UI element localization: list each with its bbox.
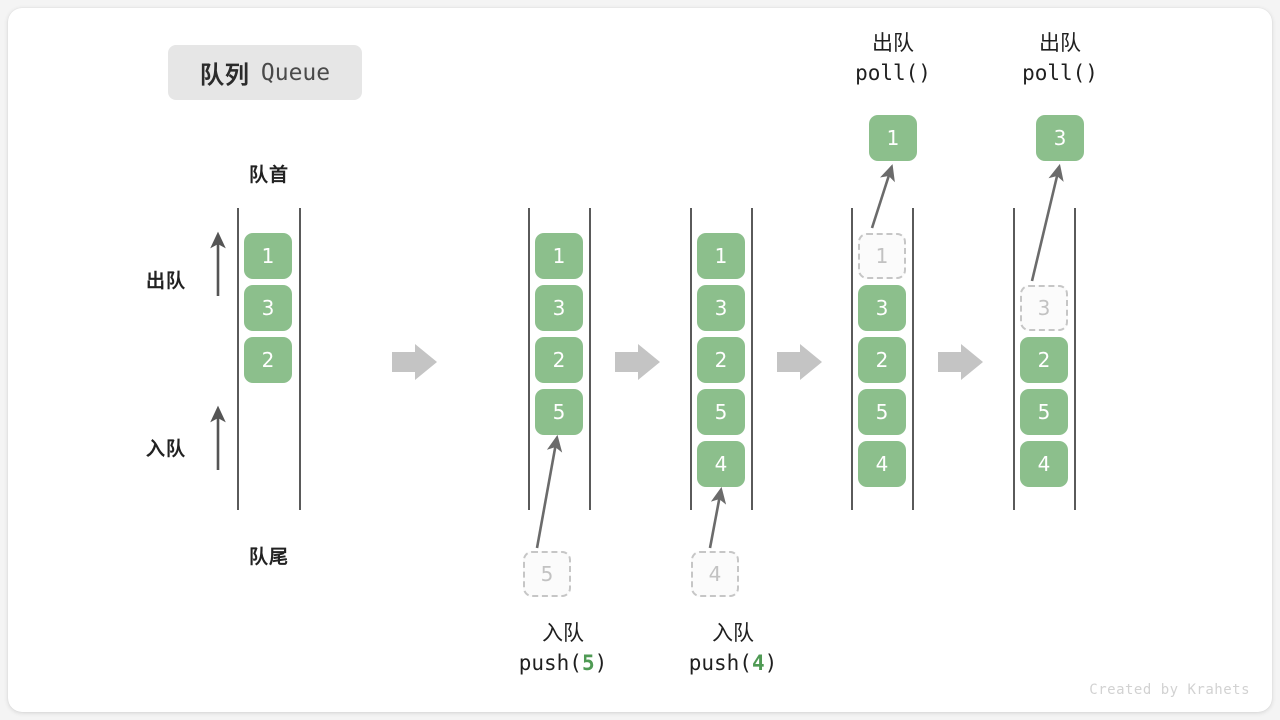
cell-poll1-1: 3	[858, 285, 906, 331]
cell-incoming-4: 4	[691, 551, 739, 597]
rail-left-initial	[237, 208, 239, 510]
caption-poll-3: 出队 poll()	[935, 28, 1185, 88]
caption-push-4-num: 4	[751, 651, 765, 675]
title-badge-cn: 队列	[199, 61, 250, 89]
rail-right-push5	[589, 208, 591, 510]
caption-push-4: 入队 push(4)	[608, 618, 858, 678]
rail-right-poll1	[912, 208, 914, 510]
caption-push-5: 入队 push(5)	[438, 618, 688, 678]
cell-push5-2: 2	[535, 337, 583, 383]
rail-left-push4	[690, 208, 692, 510]
label-dequeue-direction: 出队	[146, 270, 187, 292]
caption-push-5-pre: push(	[518, 651, 582, 675]
cell-initial-2: 2	[244, 337, 292, 383]
cell-push4-0: 1	[697, 233, 745, 279]
rail-left-poll3	[1013, 208, 1015, 510]
cell-push4-2: 2	[697, 337, 745, 383]
caption-push-4-code: push(4)	[608, 648, 858, 678]
caption-push-4-pre: push(	[688, 651, 752, 675]
label-queue-head: 队首	[248, 164, 289, 186]
rail-right-initial	[299, 208, 301, 510]
cell-poll3-ghost-1: 3	[1020, 285, 1068, 331]
cell-popped-3: 3	[1036, 115, 1084, 161]
cell-initial-1: 3	[244, 285, 292, 331]
cell-push4-1: 3	[697, 285, 745, 331]
credit-text: Created by Krahets	[1089, 682, 1250, 698]
caption-poll-1-code: poll()	[855, 61, 931, 85]
caption-push-4-post: )	[764, 651, 778, 675]
caption-poll-3-code: poll()	[1022, 61, 1098, 85]
cell-poll3-2: 2	[1020, 337, 1068, 383]
caption-poll-3-cn: 出队	[1039, 31, 1081, 55]
diagram-card	[8, 8, 1272, 712]
rail-right-push4	[751, 208, 753, 510]
cell-poll1-4: 4	[858, 441, 906, 487]
caption-push-5-num: 5	[581, 651, 595, 675]
cell-push5-3: 5	[535, 389, 583, 435]
cell-push4-3: 5	[697, 389, 745, 435]
cell-incoming-5: 5	[523, 551, 571, 597]
caption-poll-1-cn: 出队	[872, 31, 914, 55]
cell-poll3-3: 5	[1020, 389, 1068, 435]
cell-push5-0: 1	[535, 233, 583, 279]
cell-push4-4: 4	[697, 441, 745, 487]
cell-poll1-ghost-0: 1	[858, 233, 906, 279]
cell-push5-1: 3	[535, 285, 583, 331]
title-badge-en: Queue	[260, 59, 331, 86]
rail-left-poll1	[851, 208, 853, 510]
cell-popped-1: 1	[869, 115, 917, 161]
caption-push-5-code: push(5)	[438, 648, 688, 678]
caption-push-4-cn: 入队	[712, 621, 754, 645]
caption-push-5-cn: 入队	[542, 621, 584, 645]
label-enqueue-direction: 入队	[146, 438, 187, 460]
label-queue-tail: 队尾	[248, 546, 289, 568]
cell-initial-0: 1	[244, 233, 292, 279]
title-badge: 队列 Queue	[168, 45, 362, 100]
rail-right-poll3	[1074, 208, 1076, 510]
cell-poll1-3: 5	[858, 389, 906, 435]
cell-poll1-2: 2	[858, 337, 906, 383]
caption-poll-1: 出队 poll()	[768, 28, 1018, 88]
rail-left-push5	[528, 208, 530, 510]
cell-poll3-4: 4	[1020, 441, 1068, 487]
caption-push-5-post: )	[594, 651, 608, 675]
